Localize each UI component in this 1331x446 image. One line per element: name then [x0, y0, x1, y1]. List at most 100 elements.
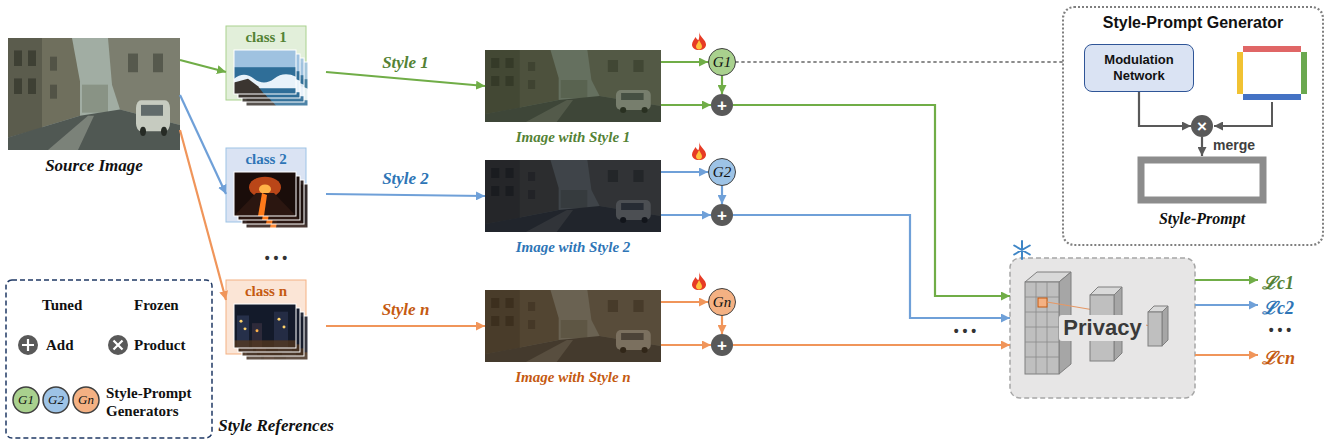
flow-arrow [661, 344, 711, 346]
source-photo [8, 38, 180, 150]
frozen-network-figure [1010, 258, 1195, 398]
flow-arrow [733, 344, 1010, 346]
tuned-flame-icon [696, 150, 702, 160]
legend-product-icon [108, 335, 128, 355]
section-caption: Style References [176, 416, 376, 436]
generator-label: G1 [713, 55, 731, 70]
flow-arrow [661, 61, 708, 63]
flow-arrow [1201, 137, 1203, 156]
panel-title: Style-Prompt Generator [1064, 8, 1322, 32]
class-image-stack [234, 304, 296, 348]
styled-photo [485, 160, 661, 232]
prompt-frame-graphic [1243, 94, 1301, 100]
edge-label: merge [1210, 137, 1258, 153]
loss-term: ℒcn [1262, 345, 1295, 365]
legend-text: Style-Prompt Generators [106, 384, 206, 420]
flow-arrow [326, 325, 485, 327]
flow-arrow [661, 301, 708, 303]
style-prompt-outline [1141, 160, 1263, 200]
class-label: class 2 [226, 151, 306, 168]
legend-generator-label: G2 [43, 391, 69, 409]
ellipsis-mark: • • • [236, 250, 316, 266]
source-photo-node: Source Image [8, 38, 180, 176]
product-circle: × [1191, 115, 1213, 137]
flow-arrow [733, 105, 1010, 296]
prompt-frame-graphic [1237, 46, 1307, 100]
photo-caption: Image with Style 2 [516, 239, 631, 256]
legend-text: Tuned [42, 296, 82, 314]
flow-arrow [721, 186, 723, 204]
operator-symbol: + [717, 97, 727, 114]
generator-circle: Gn [708, 288, 736, 316]
legend-product-icon [108, 335, 128, 355]
tuned-flame-icon [21, 32, 706, 314]
frozen-snowflake-icon [1014, 241, 1030, 259]
styled-photo [485, 290, 661, 362]
class-image-stack [234, 304, 296, 348]
styled-photo [485, 290, 661, 362]
flow-arrow [1195, 304, 1258, 306]
styled-photo [485, 50, 661, 362]
prompt-feed-arrow [1214, 102, 1272, 126]
tuned-flame-icon [692, 32, 706, 50]
class-image-stack [234, 172, 296, 216]
class-reference-box: class n [226, 280, 326, 372]
flow-arrow [180, 60, 226, 72]
class-image-stack [226, 148, 306, 222]
flow-arrow [1195, 354, 1258, 356]
add-circle: + [711, 204, 733, 226]
loss-term: ℒc1 [1262, 270, 1294, 290]
styled-photo [485, 160, 661, 232]
frozen-network: Privacy [1010, 258, 1195, 398]
edge-label: Style n [379, 300, 433, 320]
photo-caption: Image with Style n [515, 369, 630, 386]
edge-label: Style 1 [379, 53, 432, 73]
styled-photo [485, 50, 661, 122]
frozen-network-figure [1162, 306, 1168, 346]
flow-arrow [661, 214, 711, 216]
class-image-stack [226, 280, 306, 354]
frozen-network-figure [1025, 282, 1059, 374]
class-image-stack [226, 26, 308, 360]
frozen-network-figure [1025, 282, 1059, 374]
frozen-network-figure [1047, 302, 1094, 310]
legend-generator-circles [13, 387, 39, 413]
styled-photo-node: Image with Style 1 [485, 50, 661, 146]
flow-arrow [180, 95, 226, 194]
legend-add-icon [18, 335, 38, 355]
style-prompt-node: Style-Prompt [1137, 156, 1267, 228]
styled-photo [485, 50, 661, 122]
prompt-caption: Style-Prompt [1159, 210, 1245, 228]
generator-circle: G1 [708, 48, 736, 76]
tuned-flame-icon [692, 142, 706, 160]
flow-arrow [733, 215, 1010, 318]
add-circle: + [711, 334, 733, 356]
flow-arrow [661, 171, 708, 173]
flow-arrow [180, 130, 226, 300]
class-label: class 1 [226, 29, 306, 46]
legend-generator-label: G1 [13, 391, 39, 409]
operator-symbol: + [717, 207, 727, 224]
legend-box [6, 280, 212, 438]
legend-product-icon [114, 341, 123, 350]
operator-symbol: × [1197, 118, 1207, 135]
class-label: class n [226, 283, 306, 300]
loss-label: ℒcn [1262, 345, 1295, 369]
generator-circle: G2 [708, 158, 736, 186]
source-photo [8, 38, 180, 150]
prompt-frame-graphic [1237, 52, 1243, 94]
loss-label: ℒc2 [1262, 295, 1294, 319]
class-image-stack [234, 50, 296, 94]
photo-caption: Image with Style 1 [516, 129, 631, 146]
flow-arrow [721, 76, 723, 94]
frozen-network-figure [1010, 258, 1195, 398]
legend-generator-label: Gn [73, 391, 99, 409]
class-image-stack [234, 172, 296, 216]
legend-text: Add [46, 336, 74, 354]
box-label: Modulation Network [1091, 52, 1187, 84]
generator-label: Gn [713, 295, 731, 310]
flow-arrow [326, 194, 485, 196]
ellipsis-mark: • • • [940, 323, 990, 339]
photo-caption: Source Image [45, 156, 143, 176]
